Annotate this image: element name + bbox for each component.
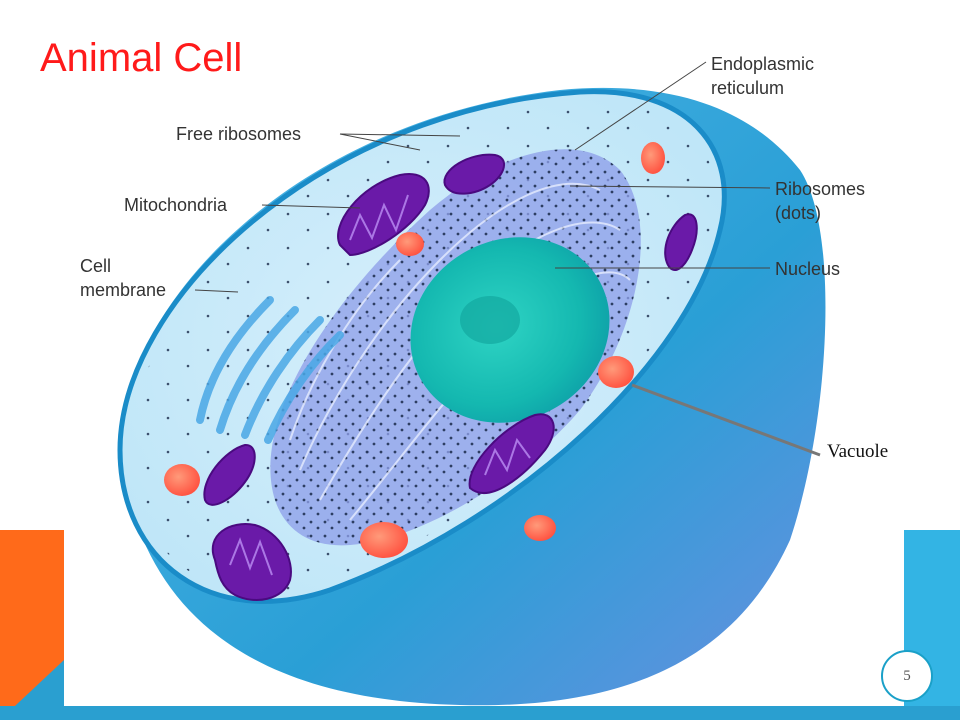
label-line: membrane: [80, 280, 167, 300]
leader-lines: [194, 61, 771, 293]
label-line: Endoplasmic: [711, 54, 815, 74]
vacuole: [396, 232, 424, 256]
free-ribosomes-line: [339, 133, 461, 137]
slide-title: Animal Cell: [40, 36, 243, 80]
blue-corner-triangle: [0, 660, 64, 720]
label-ribosomes-dots: Ribosomes (dots): [775, 177, 865, 225]
mitochondrion: [203, 443, 256, 506]
vacuole-group: [164, 142, 665, 558]
label-line: (dots): [775, 203, 822, 223]
label-cell-membrane: Cell membrane: [80, 254, 166, 302]
nucleolus: [460, 296, 520, 344]
label-line: Ribosomes: [775, 179, 866, 199]
bottom-bar: [0, 706, 960, 720]
vacuole: [524, 515, 556, 541]
free-ribosomes-line-2: [339, 133, 421, 151]
mitochondria-cristae: [229, 194, 531, 576]
orange-accent-block: [0, 530, 64, 720]
vacuole: [164, 464, 200, 496]
vacuole-pointer-line: [631, 383, 821, 457]
cell-membrane-line: [194, 289, 239, 293]
vacuole: [360, 522, 408, 558]
label-vacuole: Vacuole: [827, 441, 889, 462]
label-free-ribosomes: Free ribosomes: [176, 124, 302, 144]
label-nucleus: Nucleus: [775, 259, 841, 279]
page-number-badge: 5: [881, 650, 933, 702]
label-line: Cell: [80, 256, 112, 276]
page-number: 5: [903, 667, 911, 684]
mitochondrion: [443, 153, 505, 195]
label-line: reticulum: [711, 78, 785, 98]
golgi-apparatus: [196, 296, 344, 444]
mitochondrion: [337, 173, 430, 257]
label-endoplasmic-reticulum: Endoplasmic reticulum: [711, 52, 814, 100]
er-line: [574, 61, 707, 151]
vacuole: [641, 142, 665, 174]
label-mitochondria: Mitochondria: [124, 195, 228, 215]
mitochondria-line: [261, 204, 361, 209]
ribosomes-line: [569, 185, 771, 189]
vacuole-labeled: [598, 356, 634, 388]
